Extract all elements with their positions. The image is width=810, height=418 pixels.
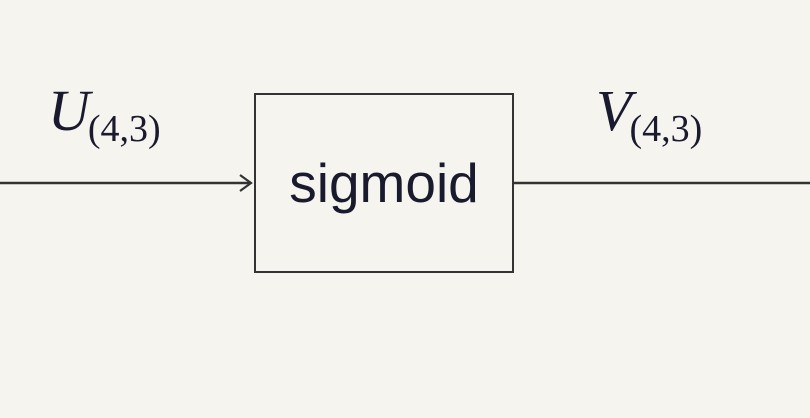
operation-box-sigmoid: sigmoid [254,93,514,273]
output-tensor-shape: (4,3) [629,108,703,150]
arrow-right-icon [239,174,253,192]
output-tensor-symbol: V [596,78,632,143]
output-tensor-label: V(4,3) [596,82,704,149]
input-tensor-label: U(4,3) [48,82,163,149]
input-tensor-shape: (4,3) [87,108,161,150]
input-tensor-symbol: U [48,78,90,143]
operation-label: sigmoid [289,151,479,214]
